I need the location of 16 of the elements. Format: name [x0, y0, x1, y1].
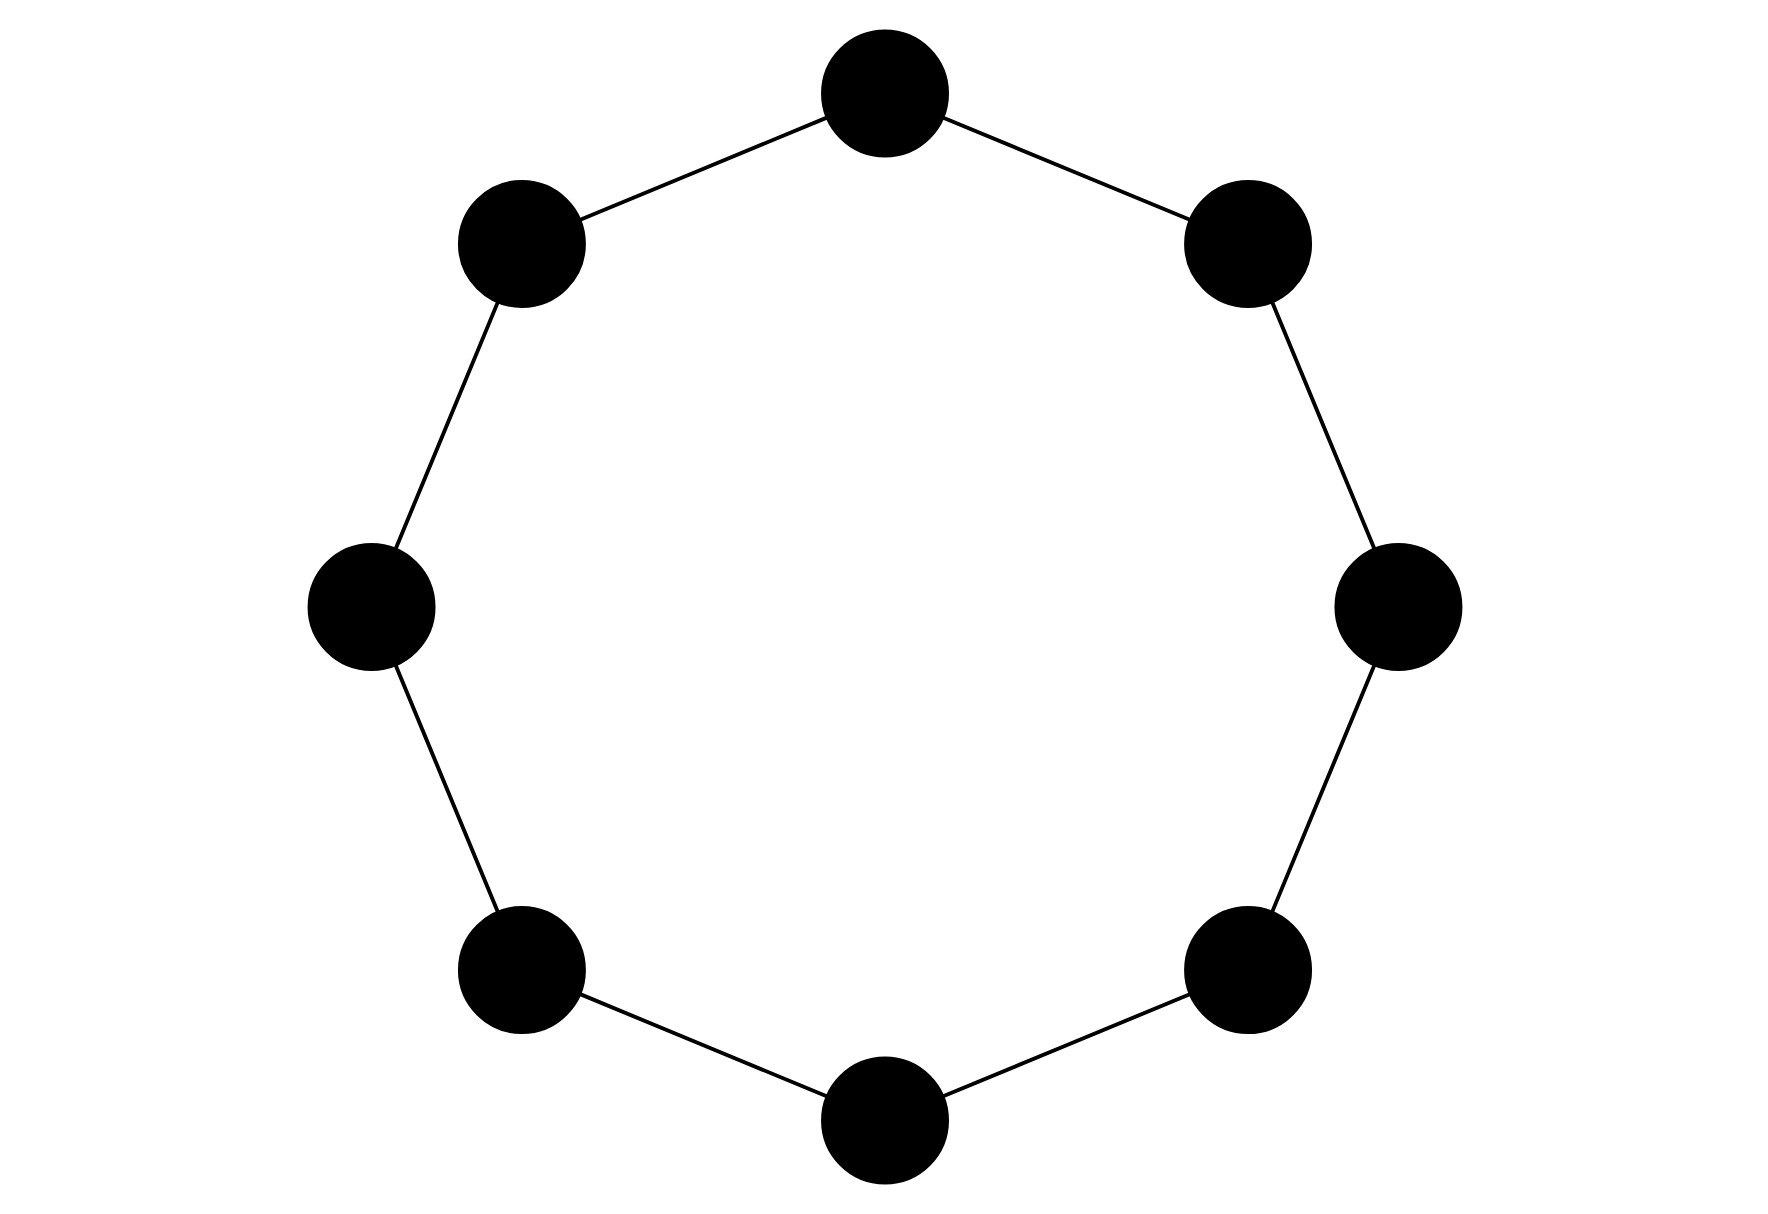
connector	[1269, 664, 1376, 913]
connector	[578, 992, 827, 1099]
connector	[1269, 301, 1376, 550]
node-circle	[1333, 543, 1462, 671]
node-circle	[306, 543, 435, 671]
connector	[392, 301, 499, 550]
node-circle	[456, 906, 585, 1035]
connector	[578, 115, 827, 222]
node-circle	[1183, 179, 1312, 308]
connector	[941, 992, 1190, 1099]
node-circle	[1183, 906, 1312, 1035]
connector	[392, 664, 499, 913]
node-circle	[820, 1056, 948, 1185]
connector	[941, 115, 1190, 222]
node-circle	[820, 29, 948, 158]
node-circle	[456, 179, 585, 308]
